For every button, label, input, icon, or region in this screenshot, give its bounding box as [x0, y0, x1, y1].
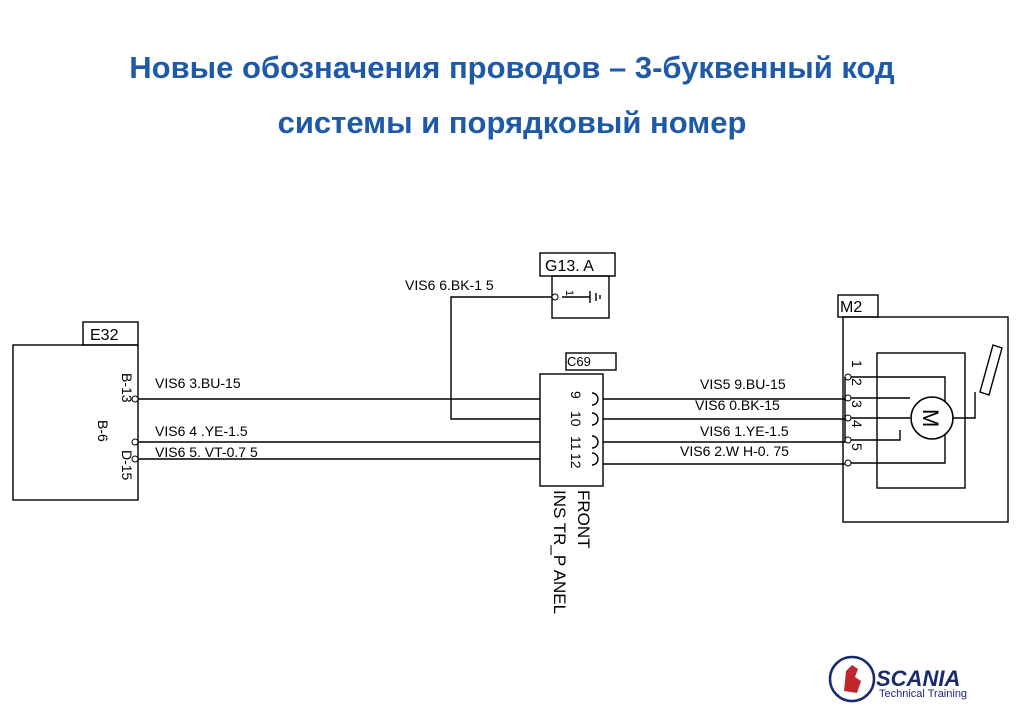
wire-vis66	[450, 296, 552, 420]
m2-name: M2	[840, 299, 862, 316]
c69-label-box	[565, 352, 617, 371]
e32-terminal	[131, 438, 139, 446]
e32-terminal	[131, 455, 139, 463]
scania-logo: SCANIA Technical Training	[828, 655, 967, 703]
c69-pin-12: 12	[568, 453, 584, 469]
g13a-pin: 1	[563, 290, 575, 296]
c69-pin-10: 10	[568, 411, 584, 427]
pot-arm	[979, 344, 1003, 396]
wire-label-vis66: VIS6 6.BK-1 5	[405, 277, 494, 293]
e32-name: E32	[90, 327, 119, 344]
m2-inner	[876, 352, 966, 489]
c69-body	[539, 373, 604, 487]
m2-terminal	[844, 436, 852, 444]
c69-label-front: FRONT	[574, 490, 593, 549]
m2-pin-5: 5	[849, 443, 865, 451]
wire-label-vis61: VIS6 1.YE-1.5	[700, 423, 789, 439]
e32-pin-b6: B-6	[95, 420, 111, 442]
m2-pin-4: 4	[849, 420, 865, 428]
wires	[138, 296, 846, 465]
wire-label-vis65: VIS6 5. VT-0.7 5	[155, 444, 258, 460]
griffin-icon	[844, 665, 861, 693]
brand-name: SCANIA	[876, 666, 960, 691]
e32-pin-b13: B-13	[119, 373, 135, 403]
slide-title-line-2: системы и порядковый номер	[277, 105, 747, 140]
brand-subtitle: Technical Training	[879, 688, 967, 700]
e32-terminal	[131, 395, 139, 403]
wire-labels: VIS6 6.BK-1 5 VIS6 3.BU-15 VIS6 4 .YE-1.…	[155, 277, 789, 460]
m2-terminal	[844, 373, 852, 381]
wire-vis61	[603, 418, 846, 443]
m2-internal-wire	[851, 430, 901, 441]
c69-contact	[591, 392, 599, 406]
m2-pin-3: 3	[849, 400, 865, 408]
e32-pin-d15: D-15	[119, 450, 135, 481]
motor-label: M	[918, 409, 943, 427]
component-g13a: G13. A 1	[539, 252, 616, 319]
c69-contact	[591, 435, 599, 449]
c69-pin-11: 11	[568, 436, 584, 451]
wire-label-vis59: VIS5 9.BU-15	[700, 376, 786, 392]
wire-label-vis63: VIS6 3.BU-15	[155, 375, 241, 391]
wire-label-vis62: VIS6 2.W H-0. 75	[680, 443, 789, 459]
c69-contact	[591, 412, 599, 426]
m2-terminal	[844, 394, 852, 402]
c69-name: C69	[567, 354, 591, 369]
wire-label-vis64: VIS6 4 .YE-1.5	[155, 423, 248, 439]
c69-pin-9: 9	[568, 391, 584, 399]
m2-terminal	[844, 459, 852, 467]
c69-contact	[591, 452, 599, 466]
c69-label-panel: INS TR_P ANEL	[550, 490, 569, 614]
pot-wire	[953, 392, 976, 419]
ground-symbol	[562, 291, 601, 303]
e32-label-box	[82, 321, 139, 346]
g13a-name: G13. A	[545, 258, 594, 275]
m2-pin-2: 2	[849, 378, 865, 386]
slide-title-line-1: Новые обозначения проводов – 3-буквенный…	[129, 50, 895, 85]
g13a-terminal	[551, 293, 559, 301]
component-c69: C69 9 10 11 12 FRONT INS TR_P ANEL	[539, 352, 617, 614]
component-e32: E32 B-13 B-6 D-15	[12, 321, 139, 501]
m2-terminal	[844, 414, 852, 422]
e32-body	[12, 344, 139, 501]
component-m2: M2 1 2 3 4 5 M	[837, 294, 1009, 523]
wire-label-vis60: VIS6 0.BK-15	[695, 397, 780, 413]
m2-pin-1: 1	[849, 360, 865, 368]
